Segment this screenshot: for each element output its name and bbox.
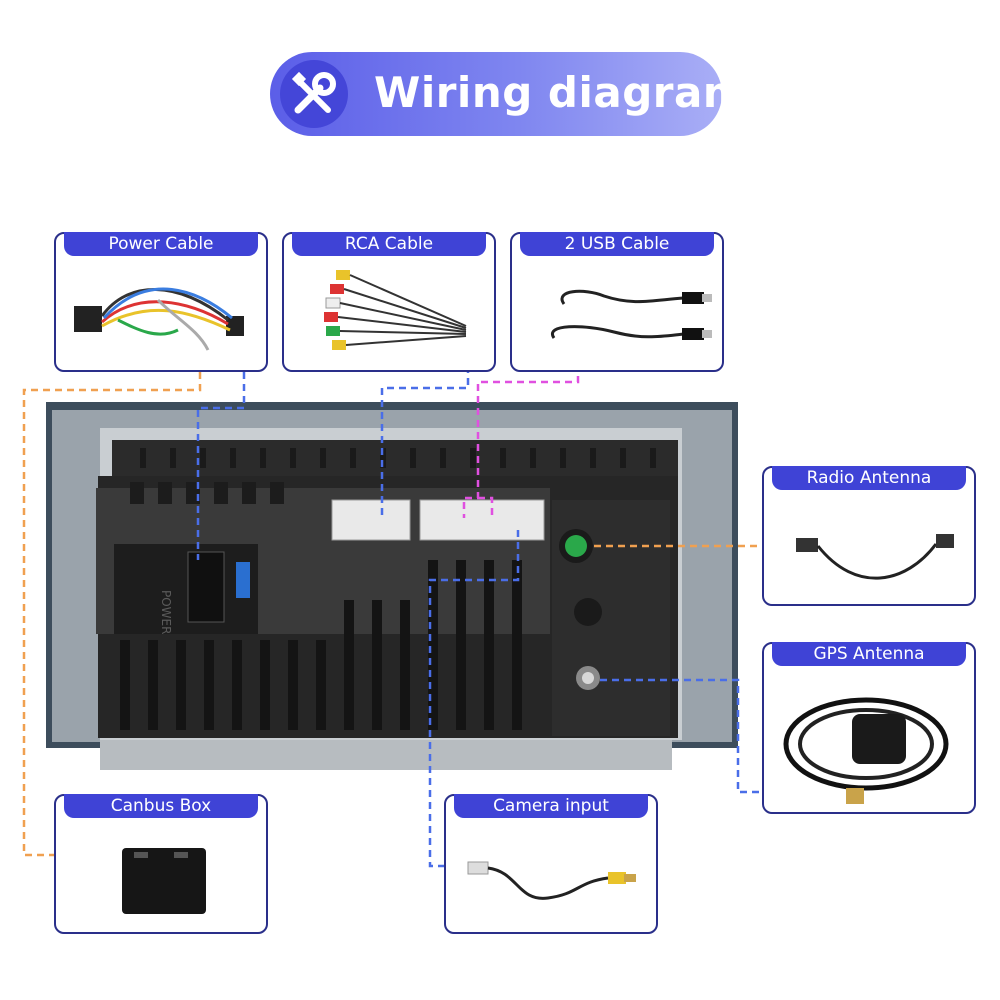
rca-cable-image (324, 270, 467, 350)
power-cable-image (74, 287, 244, 351)
power-cable-label: Power Cable (64, 232, 258, 256)
power-cable-card: Power Cable (54, 232, 268, 372)
gps-antenna-card: GPS Antenna (762, 642, 976, 814)
camera-input-card: Camera input (444, 794, 658, 934)
camera-input-label: Camera input (454, 794, 648, 818)
tools-icon (280, 60, 348, 128)
title-banner: Wiring diagram (270, 52, 747, 136)
radio-antenna-label: Radio Antenna (772, 466, 966, 490)
power-socket-label: POWER (159, 590, 173, 634)
canbus-box-label: Canbus Box (64, 794, 258, 818)
gps-antenna-image (783, 697, 949, 804)
camera-input-image (467, 861, 636, 900)
usb-cable-card: 2 USB Cable (510, 232, 724, 372)
usb-cable-label: 2 USB Cable (520, 232, 714, 256)
rca-cable-label: RCA Cable (292, 232, 486, 256)
usb-cable-image (550, 289, 712, 340)
radio-antenna-image (796, 534, 954, 580)
page-title: Wiring diagram (374, 68, 748, 117)
canbus-box-image (122, 848, 206, 914)
rca-cable-card: RCA Cable (282, 232, 496, 372)
canbus-box-card: Canbus Box (54, 794, 268, 934)
radio-antenna-card: Radio Antenna (762, 466, 976, 606)
gps-antenna-label: GPS Antenna (772, 642, 966, 666)
